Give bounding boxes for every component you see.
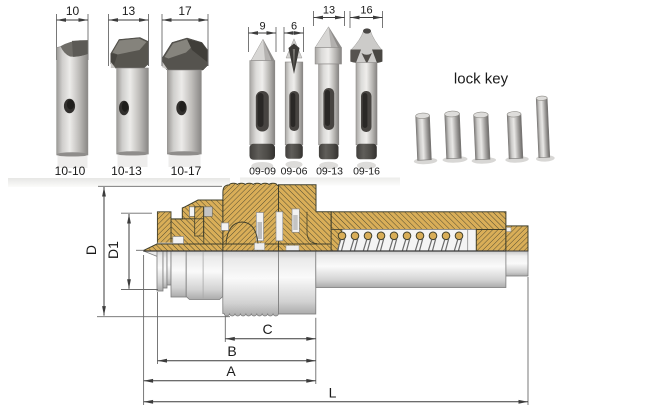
svg-text:10-17: 10-17: [171, 164, 202, 178]
svg-text:D1: D1: [105, 241, 121, 259]
svg-text:16: 16: [360, 5, 372, 17]
svg-text:A: A: [226, 363, 236, 379]
svg-text:B: B: [227, 343, 236, 359]
svg-text:L: L: [329, 385, 337, 401]
svg-text:10: 10: [66, 4, 80, 18]
svg-text:09-06: 09-06: [281, 166, 308, 178]
svg-text:C: C: [262, 321, 272, 337]
svg-text:09-13: 09-13: [316, 166, 343, 178]
svg-text:10-10: 10-10: [55, 164, 86, 178]
svg-text:09-09: 09-09: [249, 166, 276, 178]
svg-text:6: 6: [291, 21, 297, 33]
svg-text:9: 9: [259, 21, 265, 33]
svg-text:D: D: [83, 245, 99, 255]
svg-text:13: 13: [122, 4, 136, 18]
svg-text:17: 17: [178, 4, 192, 18]
svg-text:09-16: 09-16: [353, 166, 380, 178]
svg-text:10-13: 10-13: [111, 164, 142, 178]
svg-text:13: 13: [323, 5, 335, 17]
svg-text:lock key: lock key: [454, 71, 509, 88]
